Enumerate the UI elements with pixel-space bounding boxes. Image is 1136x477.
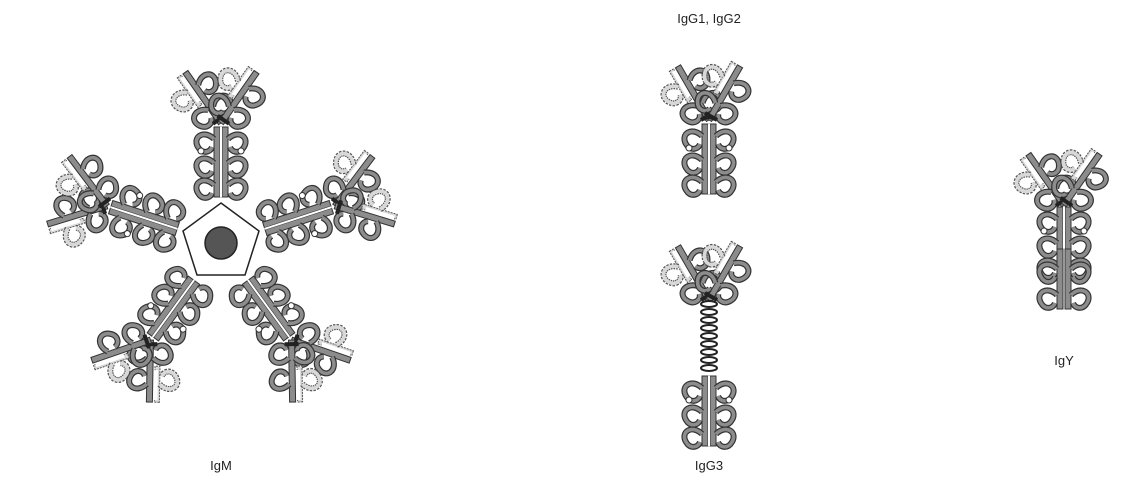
label-igy: IgY xyxy=(1054,353,1074,368)
igy-monomer xyxy=(1006,138,1117,309)
igg12-monomer xyxy=(654,53,758,195)
label-igg3: IgG3 xyxy=(695,458,723,473)
extended-hinge xyxy=(700,300,718,376)
label-igg12: IgG1, IgG2 xyxy=(677,11,741,26)
j-chain xyxy=(205,227,237,259)
label-igm: IgM xyxy=(210,458,232,473)
igg3-monomer xyxy=(654,233,758,447)
igm-pentamer xyxy=(26,56,415,428)
